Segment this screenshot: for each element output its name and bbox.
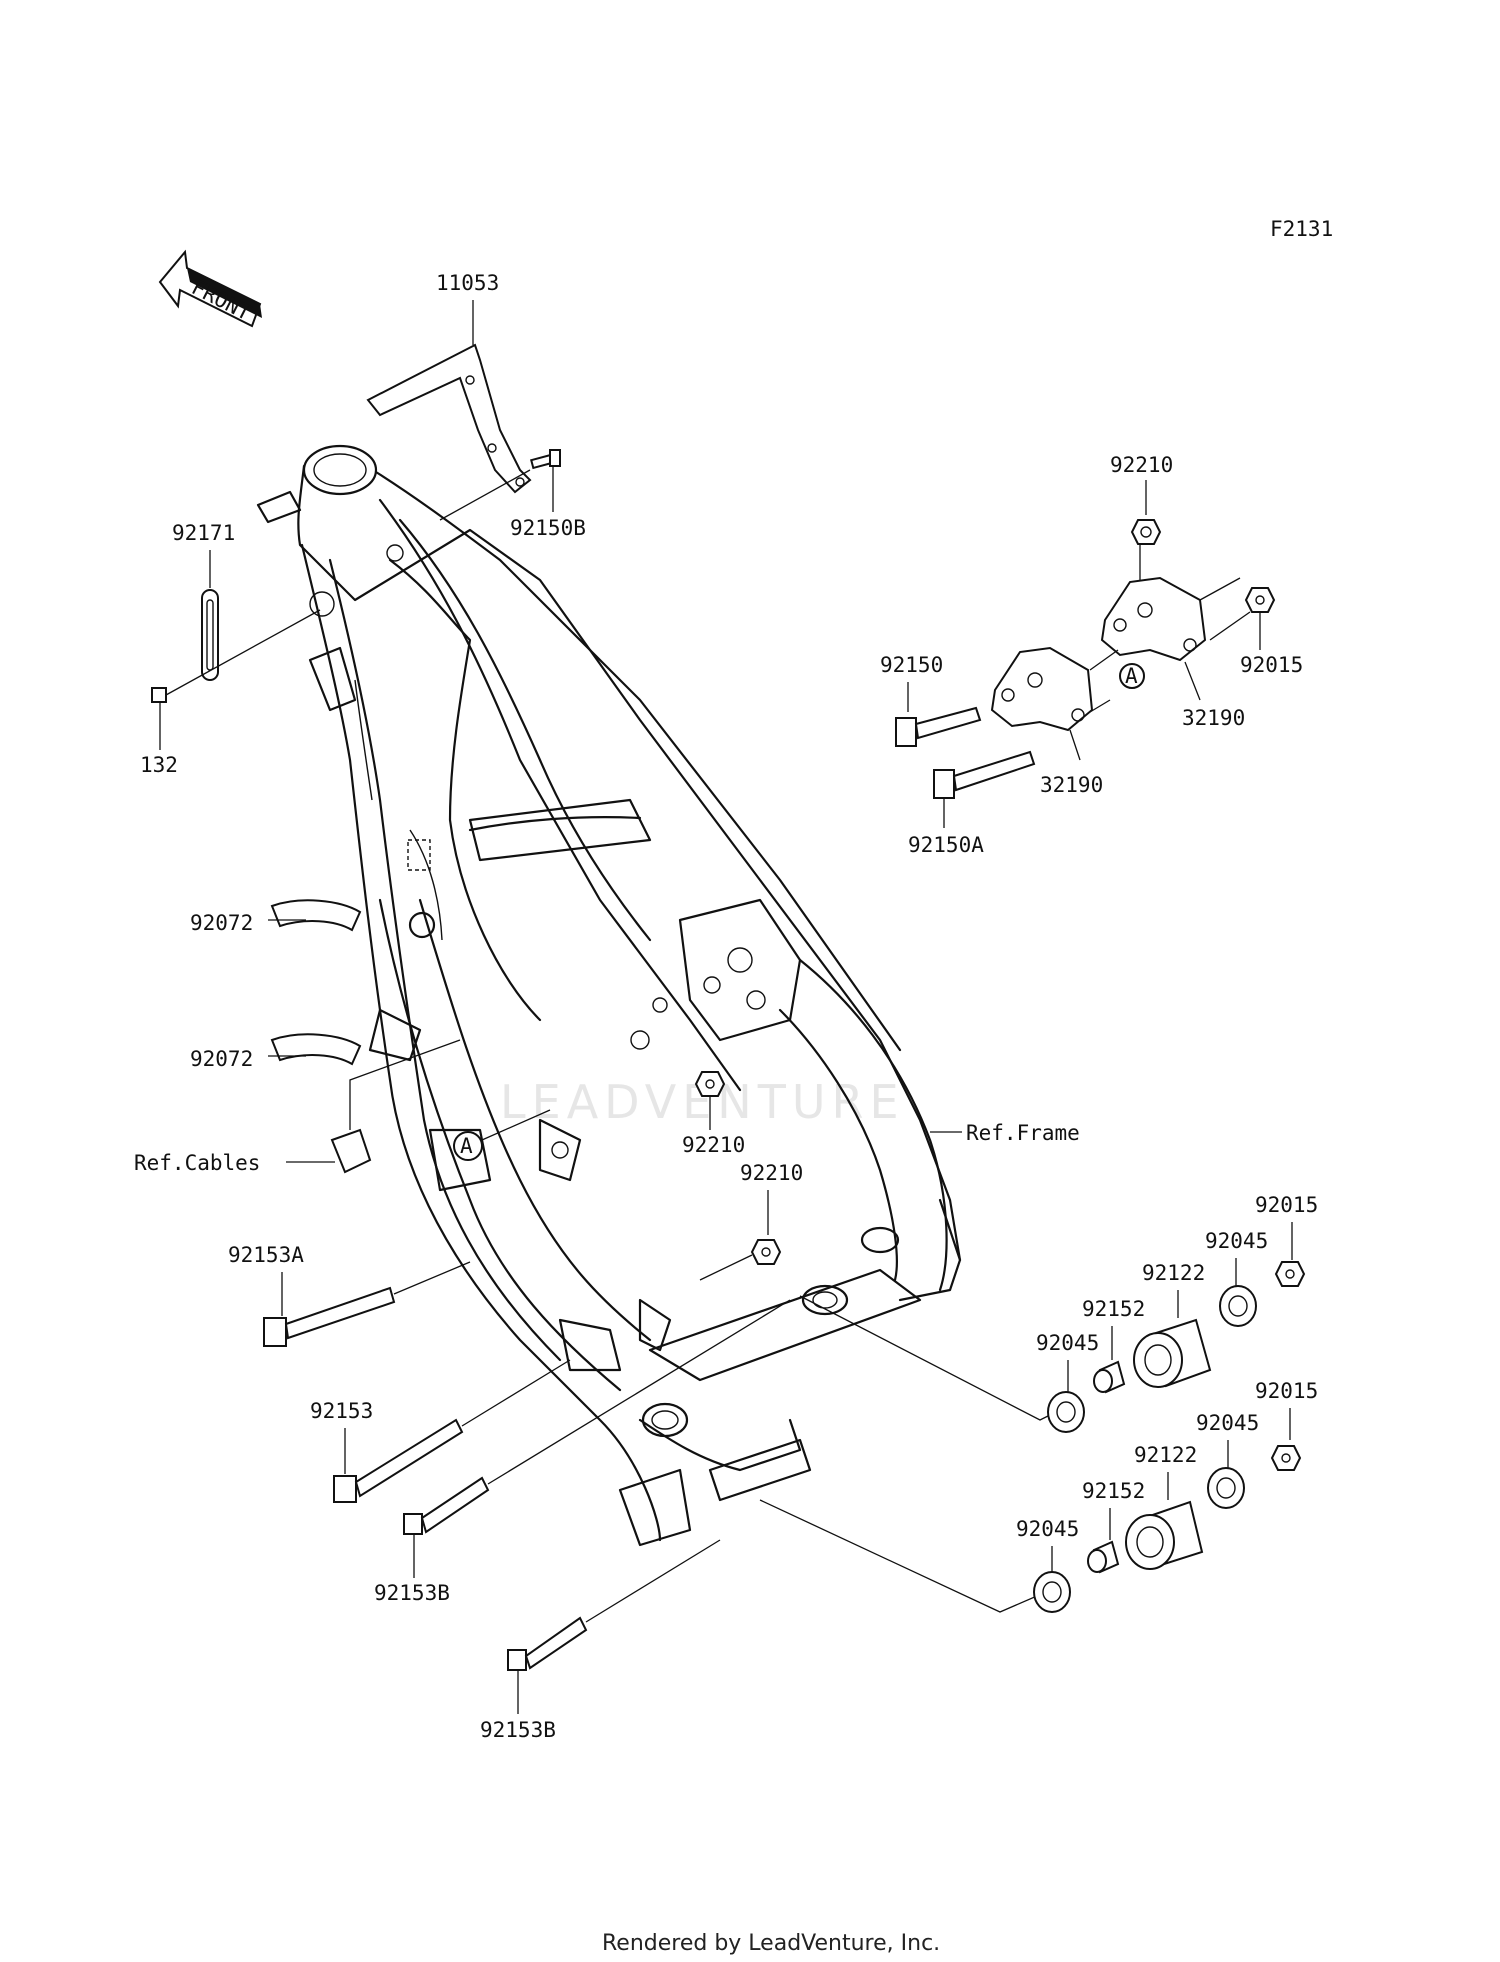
footer-credit: Rendered by LeadVenture, Inc. <box>602 1931 940 1956</box>
nut-92210-top <box>1130 480 1162 600</box>
callout-92015-r1: 92015 <box>1255 1193 1318 1217</box>
bolt-92153a <box>263 1261 471 1347</box>
callout-92122-r2: 92122 <box>1134 1443 1197 1467</box>
callout-92122-r1: 92122 <box>1142 1261 1205 1285</box>
bearing-92045-l2 <box>1033 1546 1071 1613</box>
callout-92153b-lower: 92153B <box>480 1718 556 1742</box>
bracket-32190-right <box>1100 576 1251 701</box>
front-arrow-label: FRONT <box>188 275 256 325</box>
bracket-32190-left <box>990 646 1119 761</box>
bearing-92045-r2 <box>1207 1440 1245 1509</box>
svg-text:A: A <box>460 1134 473 1158</box>
nut-92015-r1 <box>1274 1222 1306 1287</box>
callout-92045-l2: 92045 <box>1016 1517 1079 1541</box>
front-direction-arrow-icon: FRONT <box>158 249 262 328</box>
marker-a-mid: A <box>453 1109 551 1161</box>
nut-92015-r2 <box>1270 1408 1302 1471</box>
nut-92015-top <box>1244 587 1276 650</box>
callout-92210-top: 92210 <box>1110 453 1173 477</box>
callout-92072-lower: 92072 <box>190 1047 253 1071</box>
callout-92045-r2: 92045 <box>1196 1411 1259 1435</box>
callout-92150: 92150 <box>880 653 943 677</box>
tie-92072-lower <box>268 1033 362 1066</box>
callout-92072-upper: 92072 <box>190 911 253 935</box>
callout-92152-r1: 92152 <box>1082 1297 1145 1321</box>
callout-32190-left: 32190 <box>1040 773 1103 797</box>
svg-text:A: A <box>1125 664 1138 688</box>
nut-92210-mid <box>694 1071 726 1130</box>
strap-92171 <box>201 550 219 681</box>
callout-92015-top: 92015 <box>1240 653 1303 677</box>
marker-a-top: A <box>1119 663 1145 689</box>
bolt-92153b-lower <box>507 1539 721 1714</box>
callout-92153: 92153 <box>310 1399 373 1423</box>
callout-92152-r2: 92152 <box>1082 1479 1145 1503</box>
callout-92150b: 92150B <box>510 516 586 540</box>
bolt-92153 <box>333 1359 571 1503</box>
callout-92045-r1: 92045 <box>1205 1229 1268 1253</box>
callout-92045-l1: 92045 <box>1036 1331 1099 1355</box>
bracket-11053 <box>366 300 532 494</box>
callout-92210-low: 92210 <box>740 1161 803 1185</box>
ref-frame-label: Ref.Frame <box>966 1121 1080 1145</box>
collar-92122-r1 <box>1133 1290 1212 1388</box>
bolt-92150 <box>895 682 982 747</box>
callout-92015-r2: 92015 <box>1255 1379 1318 1403</box>
bolt-92153b-upper <box>403 1299 791 1578</box>
sleeve-92152-r1 <box>1093 1326 1126 1394</box>
diagram-code: F2131 <box>1270 217 1333 241</box>
bolt-132 <box>151 609 321 750</box>
pivot-leader-upper <box>799 1295 1061 1421</box>
ref-cables-label: Ref.Cables <box>134 1151 260 1175</box>
cable-clamp <box>286 1039 461 1174</box>
sleeve-92152-r2 <box>1087 1508 1120 1574</box>
callout-92171: 92171 <box>172 521 235 545</box>
bolt-92150a <box>933 750 1036 828</box>
bolt-92150b <box>439 449 561 521</box>
callout-32190-right: 32190 <box>1182 706 1245 730</box>
callout-92210-mid: 92210 <box>682 1133 745 1157</box>
callout-132: 132 <box>140 753 178 777</box>
collar-92122-r2 <box>1125 1472 1204 1570</box>
pivot-leader-lower <box>759 1499 1061 1613</box>
callout-11053: 11053 <box>436 271 499 295</box>
callout-92153a: 92153A <box>228 1243 304 1267</box>
bearing-92045-l1 <box>1047 1360 1085 1433</box>
bearing-92045-r1 <box>1219 1258 1257 1327</box>
nut-92210-low <box>699 1190 782 1281</box>
callout-92153b-upper: 92153B <box>374 1581 450 1605</box>
motorcycle-frame <box>256 444 962 1547</box>
tie-92072-upper <box>268 899 362 932</box>
callout-92150a: 92150A <box>908 833 984 857</box>
